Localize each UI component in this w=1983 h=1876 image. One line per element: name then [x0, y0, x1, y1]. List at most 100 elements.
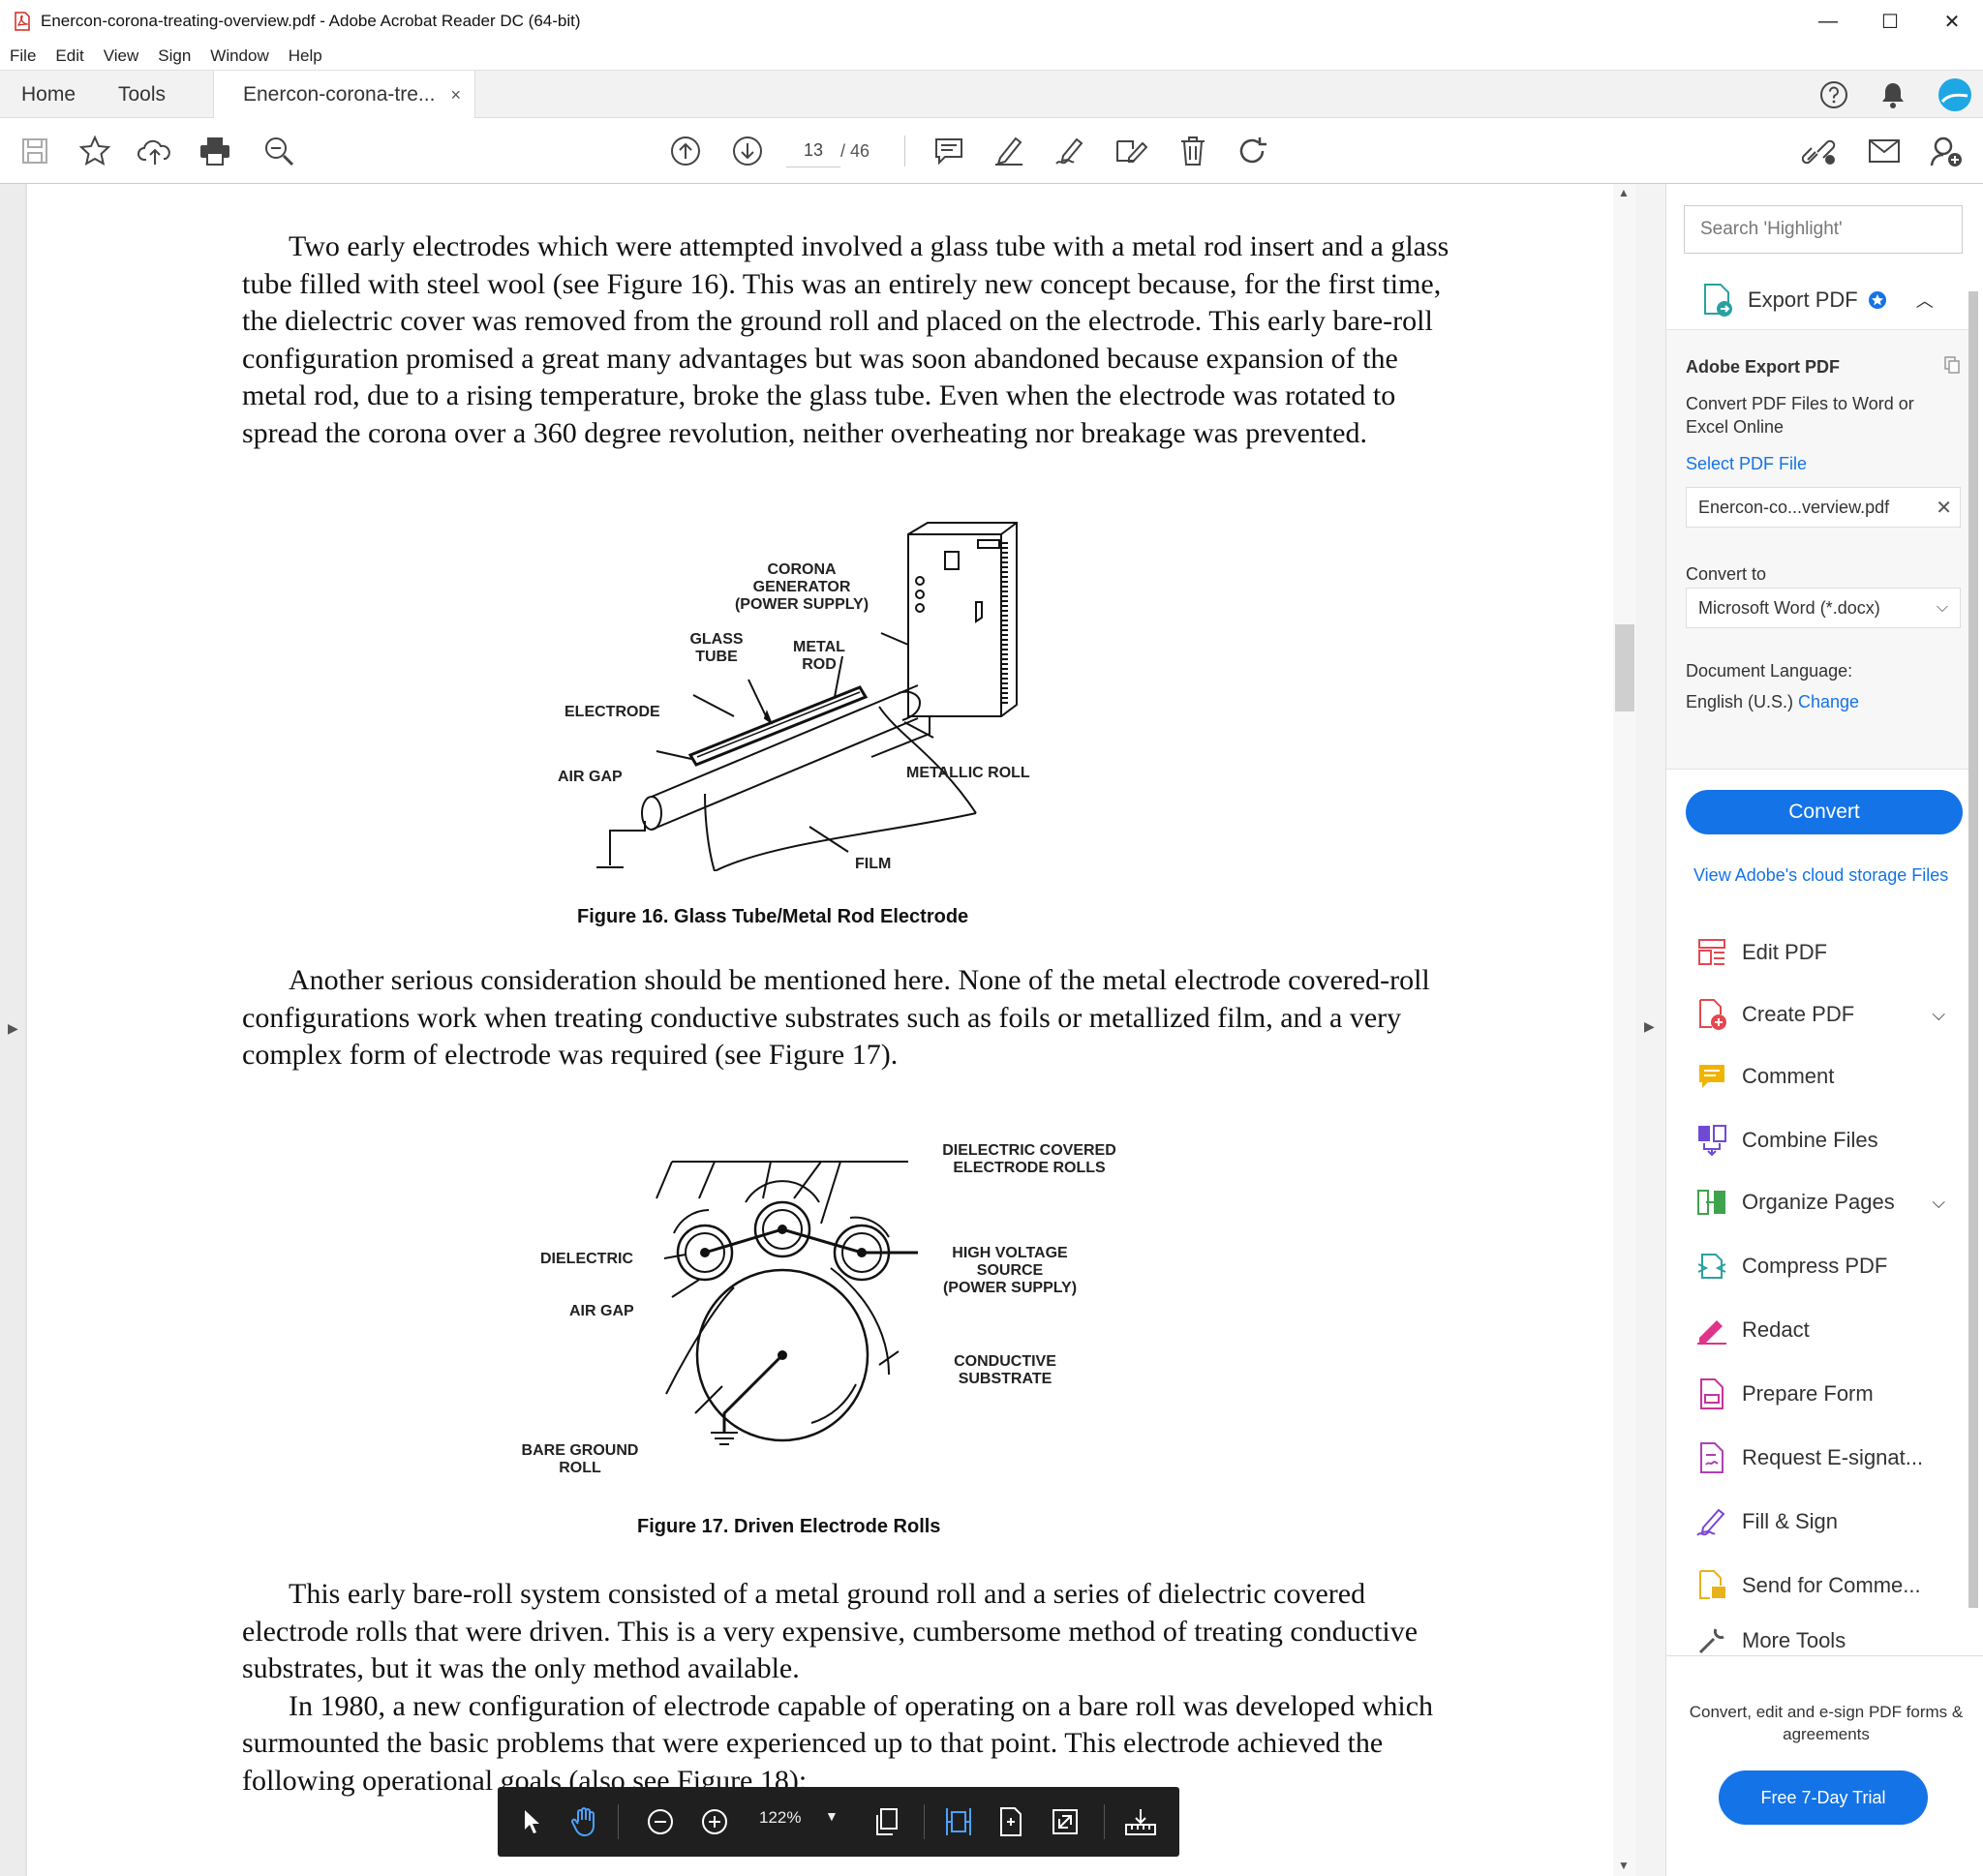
maximize-button[interactable]: ☐ — [1881, 11, 1899, 33]
menu-sign[interactable]: Sign — [158, 46, 192, 65]
scroll-up-icon[interactable]: ▲ — [1618, 186, 1630, 199]
export-pdf-icon — [1704, 284, 1732, 317]
cloud-storage-link[interactable]: View Adobe's cloud storage Files — [1693, 865, 1949, 885]
organize-pages-icon — [1695, 1186, 1728, 1219]
full-screen-icon[interactable] — [1046, 1802, 1084, 1841]
floatbar-separator-3 — [1104, 1804, 1105, 1839]
menu-edit[interactable]: Edit — [55, 46, 84, 65]
fig17-substrate-line1: CONDUCTIVE — [954, 1353, 1056, 1370]
create-pdf-chevron-icon[interactable]: ⌵ — [1932, 1004, 1945, 1024]
fig17-bare-roll-label: BARE GROUND ROLL — [517, 1442, 643, 1477]
tool-create-pdf[interactable]: Create PDF ⌵ — [1695, 993, 1967, 1036]
change-language-link[interactable]: Change — [1798, 692, 1860, 711]
share-link-icon[interactable] — [1799, 130, 1842, 172]
tab-tools[interactable]: Tools — [118, 83, 167, 106]
fit-width-icon[interactable] — [939, 1802, 978, 1841]
select-cursor-icon[interactable] — [513, 1802, 552, 1841]
tool-fill-sign[interactable]: Fill & Sign — [1695, 1500, 1967, 1543]
tool-request-esignatures[interactable]: Request E-signat... — [1695, 1437, 1967, 1479]
expand-left-panel-icon[interactable]: ▶ — [8, 1020, 18, 1036]
print-icon[interactable] — [194, 130, 236, 172]
signature-icon[interactable] — [1050, 130, 1092, 172]
menu-help[interactable]: Help — [288, 46, 322, 65]
cloud-upload-icon[interactable] — [134, 130, 176, 172]
fig16-airgap-label: AIR GAP — [558, 769, 623, 785]
export-pdf-title: Export PDF — [1748, 287, 1858, 312]
comment-icon[interactable] — [928, 130, 970, 172]
tool-organize-pages[interactable]: Organize Pages ⌵ — [1695, 1181, 1967, 1224]
format-select[interactable]: Microsoft Word (*.docx) ⌵ — [1686, 588, 1961, 628]
minimize-button[interactable]: — — [1818, 10, 1838, 32]
tool-comment[interactable]: Comment — [1695, 1055, 1967, 1098]
measure-icon[interactable] — [1121, 1802, 1160, 1841]
tool-send-comments-label: Send for Comme... — [1742, 1573, 1921, 1597]
collapse-right-panel-icon[interactable]: ▶ — [1644, 1018, 1655, 1034]
promo-text: Convert, edit and e-sign PDF forms & agr… — [1689, 1703, 1964, 1743]
right-panel-toggle[interactable]: ▶ — [1636, 184, 1665, 1876]
fill-sign-icon[interactable] — [1110, 130, 1152, 172]
tab-document[interactable]: Enercon-corona-tre... × — [213, 71, 475, 119]
tool-edit-pdf-label: Edit PDF — [1742, 940, 1828, 964]
zoom-level[interactable]: 122% — [759, 1808, 802, 1827]
next-page-icon[interactable] — [726, 130, 769, 172]
zoom-search-icon[interactable] — [258, 130, 300, 172]
fig16-glass-label: GLASS TUBE — [678, 631, 755, 666]
tool-compress-pdf[interactable]: Compress PDF — [1695, 1245, 1967, 1287]
tools-search-input[interactable]: Search 'Highlight' — [1684, 205, 1963, 254]
menu-view[interactable]: View — [103, 46, 139, 65]
hand-tool-icon[interactable] — [565, 1802, 604, 1841]
zoom-dropdown-icon[interactable]: ▼ — [825, 1808, 839, 1824]
help-icon[interactable] — [1818, 79, 1849, 110]
tool-more-tools[interactable]: More Tools — [1695, 1626, 1967, 1655]
rotate-icon[interactable] — [1232, 130, 1274, 172]
fit-page-icon[interactable] — [992, 1802, 1030, 1841]
fig17-hv-label: HIGH VOLTAGE SOURCE (POWER SUPPLY) — [937, 1245, 1083, 1297]
select-pdf-file-link[interactable]: Select PDF File — [1686, 454, 1808, 473]
tools-pane-scroll-thumb[interactable] — [1968, 291, 1978, 1608]
save-icon[interactable] — [14, 130, 56, 172]
remove-file-icon[interactable]: ✕ — [1936, 497, 1952, 519]
email-icon[interactable] — [1863, 130, 1906, 172]
scrollbar-thumb[interactable] — [1615, 624, 1634, 711]
add-user-icon[interactable] — [1925, 130, 1968, 172]
title-bar: Enercon-corona-treating-overview.pdf - A… — [0, 0, 1983, 43]
convert-to-label: Convert to — [1686, 564, 1767, 584]
fig17-hv-line3: (POWER SUPPLY) — [942, 1280, 1078, 1296]
zoom-out-icon[interactable] — [641, 1802, 680, 1841]
tool-comment-label: Comment — [1742, 1064, 1835, 1088]
paragraph-3: This early bare-roll system consisted of… — [242, 1576, 1462, 1800]
free-trial-button[interactable]: Free 7-Day Trial — [1719, 1770, 1928, 1825]
collapse-chevron-icon[interactable]: ︿ — [1915, 291, 1934, 311]
document-scrollbar[interactable]: ▲ ▼ — [1613, 184, 1636, 1876]
tools-pane-scrollbar[interactable] — [1965, 276, 1982, 1650]
tool-redact[interactable]: Redact — [1695, 1309, 1967, 1351]
tool-prepare-form[interactable]: Prepare Form — [1695, 1373, 1967, 1415]
tool-request-esign-label: Request E-signat... — [1742, 1445, 1924, 1469]
comment-tool-icon — [1695, 1060, 1728, 1093]
page-view-icon[interactable] — [868, 1802, 906, 1841]
tool-send-for-comments[interactable]: Send for Comme... — [1695, 1564, 1967, 1607]
tab-home[interactable]: Home — [21, 83, 76, 106]
export-pdf-header[interactable]: Export PDF ︿ — [1666, 273, 1976, 327]
page-number-input[interactable]: 13 — [786, 135, 840, 167]
tool-combine-files[interactable]: Combine Files — [1695, 1119, 1967, 1162]
fig16-metallic-roll-label: METALLIC ROLL — [906, 765, 1030, 781]
bell-icon[interactable] — [1878, 79, 1907, 110]
delete-icon[interactable] — [1172, 130, 1214, 172]
highlight-pen-icon[interactable] — [988, 130, 1030, 172]
copy-icon[interactable] — [1943, 355, 1961, 375]
organize-pages-chevron-icon[interactable]: ⌵ — [1932, 1192, 1945, 1212]
close-window-button[interactable]: ✕ — [1943, 11, 1961, 33]
menu-window[interactable]: Window — [210, 46, 269, 65]
convert-button[interactable]: Convert — [1686, 790, 1963, 834]
zoom-in-icon[interactable] — [695, 1802, 734, 1841]
scroll-down-icon[interactable]: ▼ — [1618, 1859, 1630, 1872]
tool-edit-pdf[interactable]: Edit PDF — [1695, 931, 1967, 974]
star-icon[interactable] — [74, 130, 116, 172]
avatar[interactable] — [1937, 76, 1973, 113]
left-panel-collapsed[interactable]: ▶ — [0, 184, 25, 1876]
compress-pdf-icon — [1695, 1250, 1728, 1283]
previous-page-icon[interactable] — [664, 130, 707, 172]
menu-file[interactable]: File — [10, 46, 37, 65]
close-tab-icon[interactable]: × — [450, 84, 461, 105]
